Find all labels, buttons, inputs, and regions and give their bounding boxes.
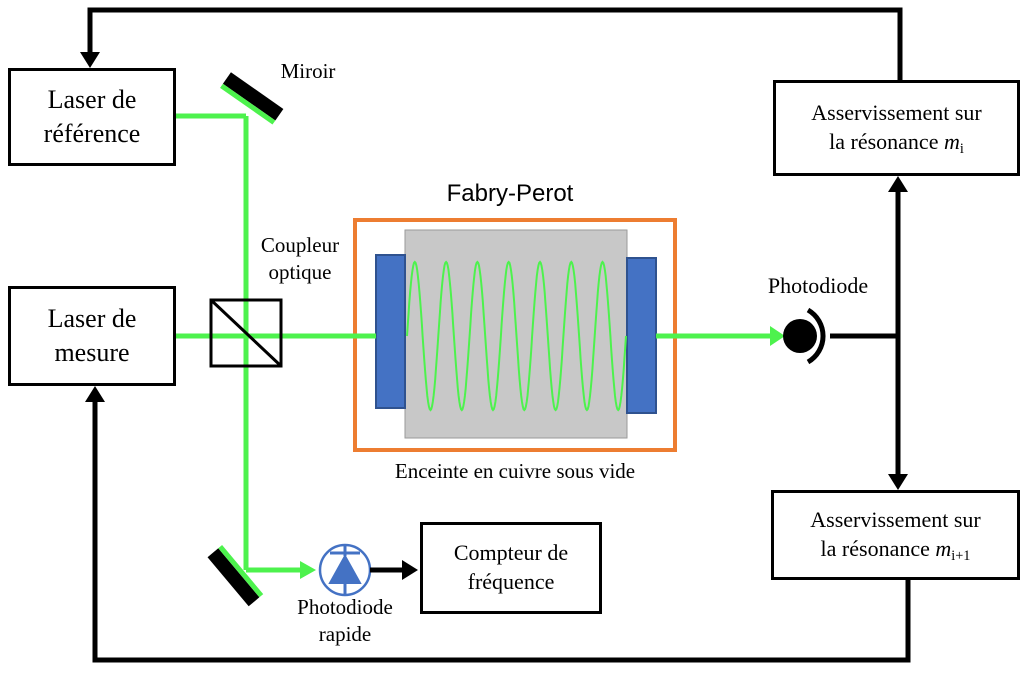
coupler-label-line1: Coupleur [260,233,340,257]
standing-wave [406,260,627,412]
output-beam-arrowhead [770,326,785,346]
frequency-counter-line2: fréquence [467,569,555,594]
signal-lines [87,7,911,663]
reference-laser-line1: Laser de [47,85,137,115]
mirror-label: Miroir [280,59,336,83]
servo-bottom-line2: la résonance mi+1 [820,536,971,564]
mirror-bottom [207,545,264,607]
fast-photodiode-symbol [318,543,372,597]
signal-arrowheads [80,52,908,580]
photodiode-label: Photodiode [767,273,869,298]
servo-bottom-subscript: i+1 [951,548,971,564]
reference-laser-line2: référence [43,119,141,148]
servo-top-subscript: i [959,141,964,157]
fast-photodiode-label-line2: rapide [318,622,372,647]
servo-bottom-variable: m [935,536,952,561]
mirror-top [220,72,284,125]
feedback-line-top [87,7,903,80]
servo-top-box: Asservissement sur la résonance mi [773,80,1020,176]
feedback-line-bottom [92,396,911,663]
frequency-counter-box: Compteur de fréquence [420,522,602,614]
servo-top-variable: m [943,129,960,154]
servo-top-line2: la résonance mi [829,129,964,157]
frequency-counter-line1: Compteur de [453,540,569,566]
cavity-mirror-right [626,257,657,414]
fast-beam-arrowhead [300,561,316,579]
coupler-label: Coupleur optique [244,232,356,287]
servo-top-line1: Asservissement sur [811,100,982,126]
fast-photodiode-label-line1: Photodiode [297,595,393,619]
servo-bottom-line1: Asservissement sur [810,507,981,533]
fabry-perot-title: Fabry-Perot [446,180,574,207]
reference-laser-box: Laser de référence [8,68,176,166]
beam-splitter-cube [209,298,283,368]
enclosure-label: Enceinte en cuivre sous vide [394,459,636,483]
cavity-mirror-left [375,254,406,409]
measurement-laser-line1: Laser de [47,304,137,334]
measurement-laser-box: Laser de mesure [8,286,176,386]
photodiode-symbol [783,307,826,365]
fast-photodiode-label: Photodiode rapide [280,594,410,649]
measurement-laser-line2: mesure [54,338,130,367]
laser-beams [176,113,772,573]
coupler-label-line2: optique [268,260,332,285]
fabry-perot-cavity [404,229,628,439]
servo-bottom-box: Asservissement sur la résonance mi+1 [771,490,1020,580]
